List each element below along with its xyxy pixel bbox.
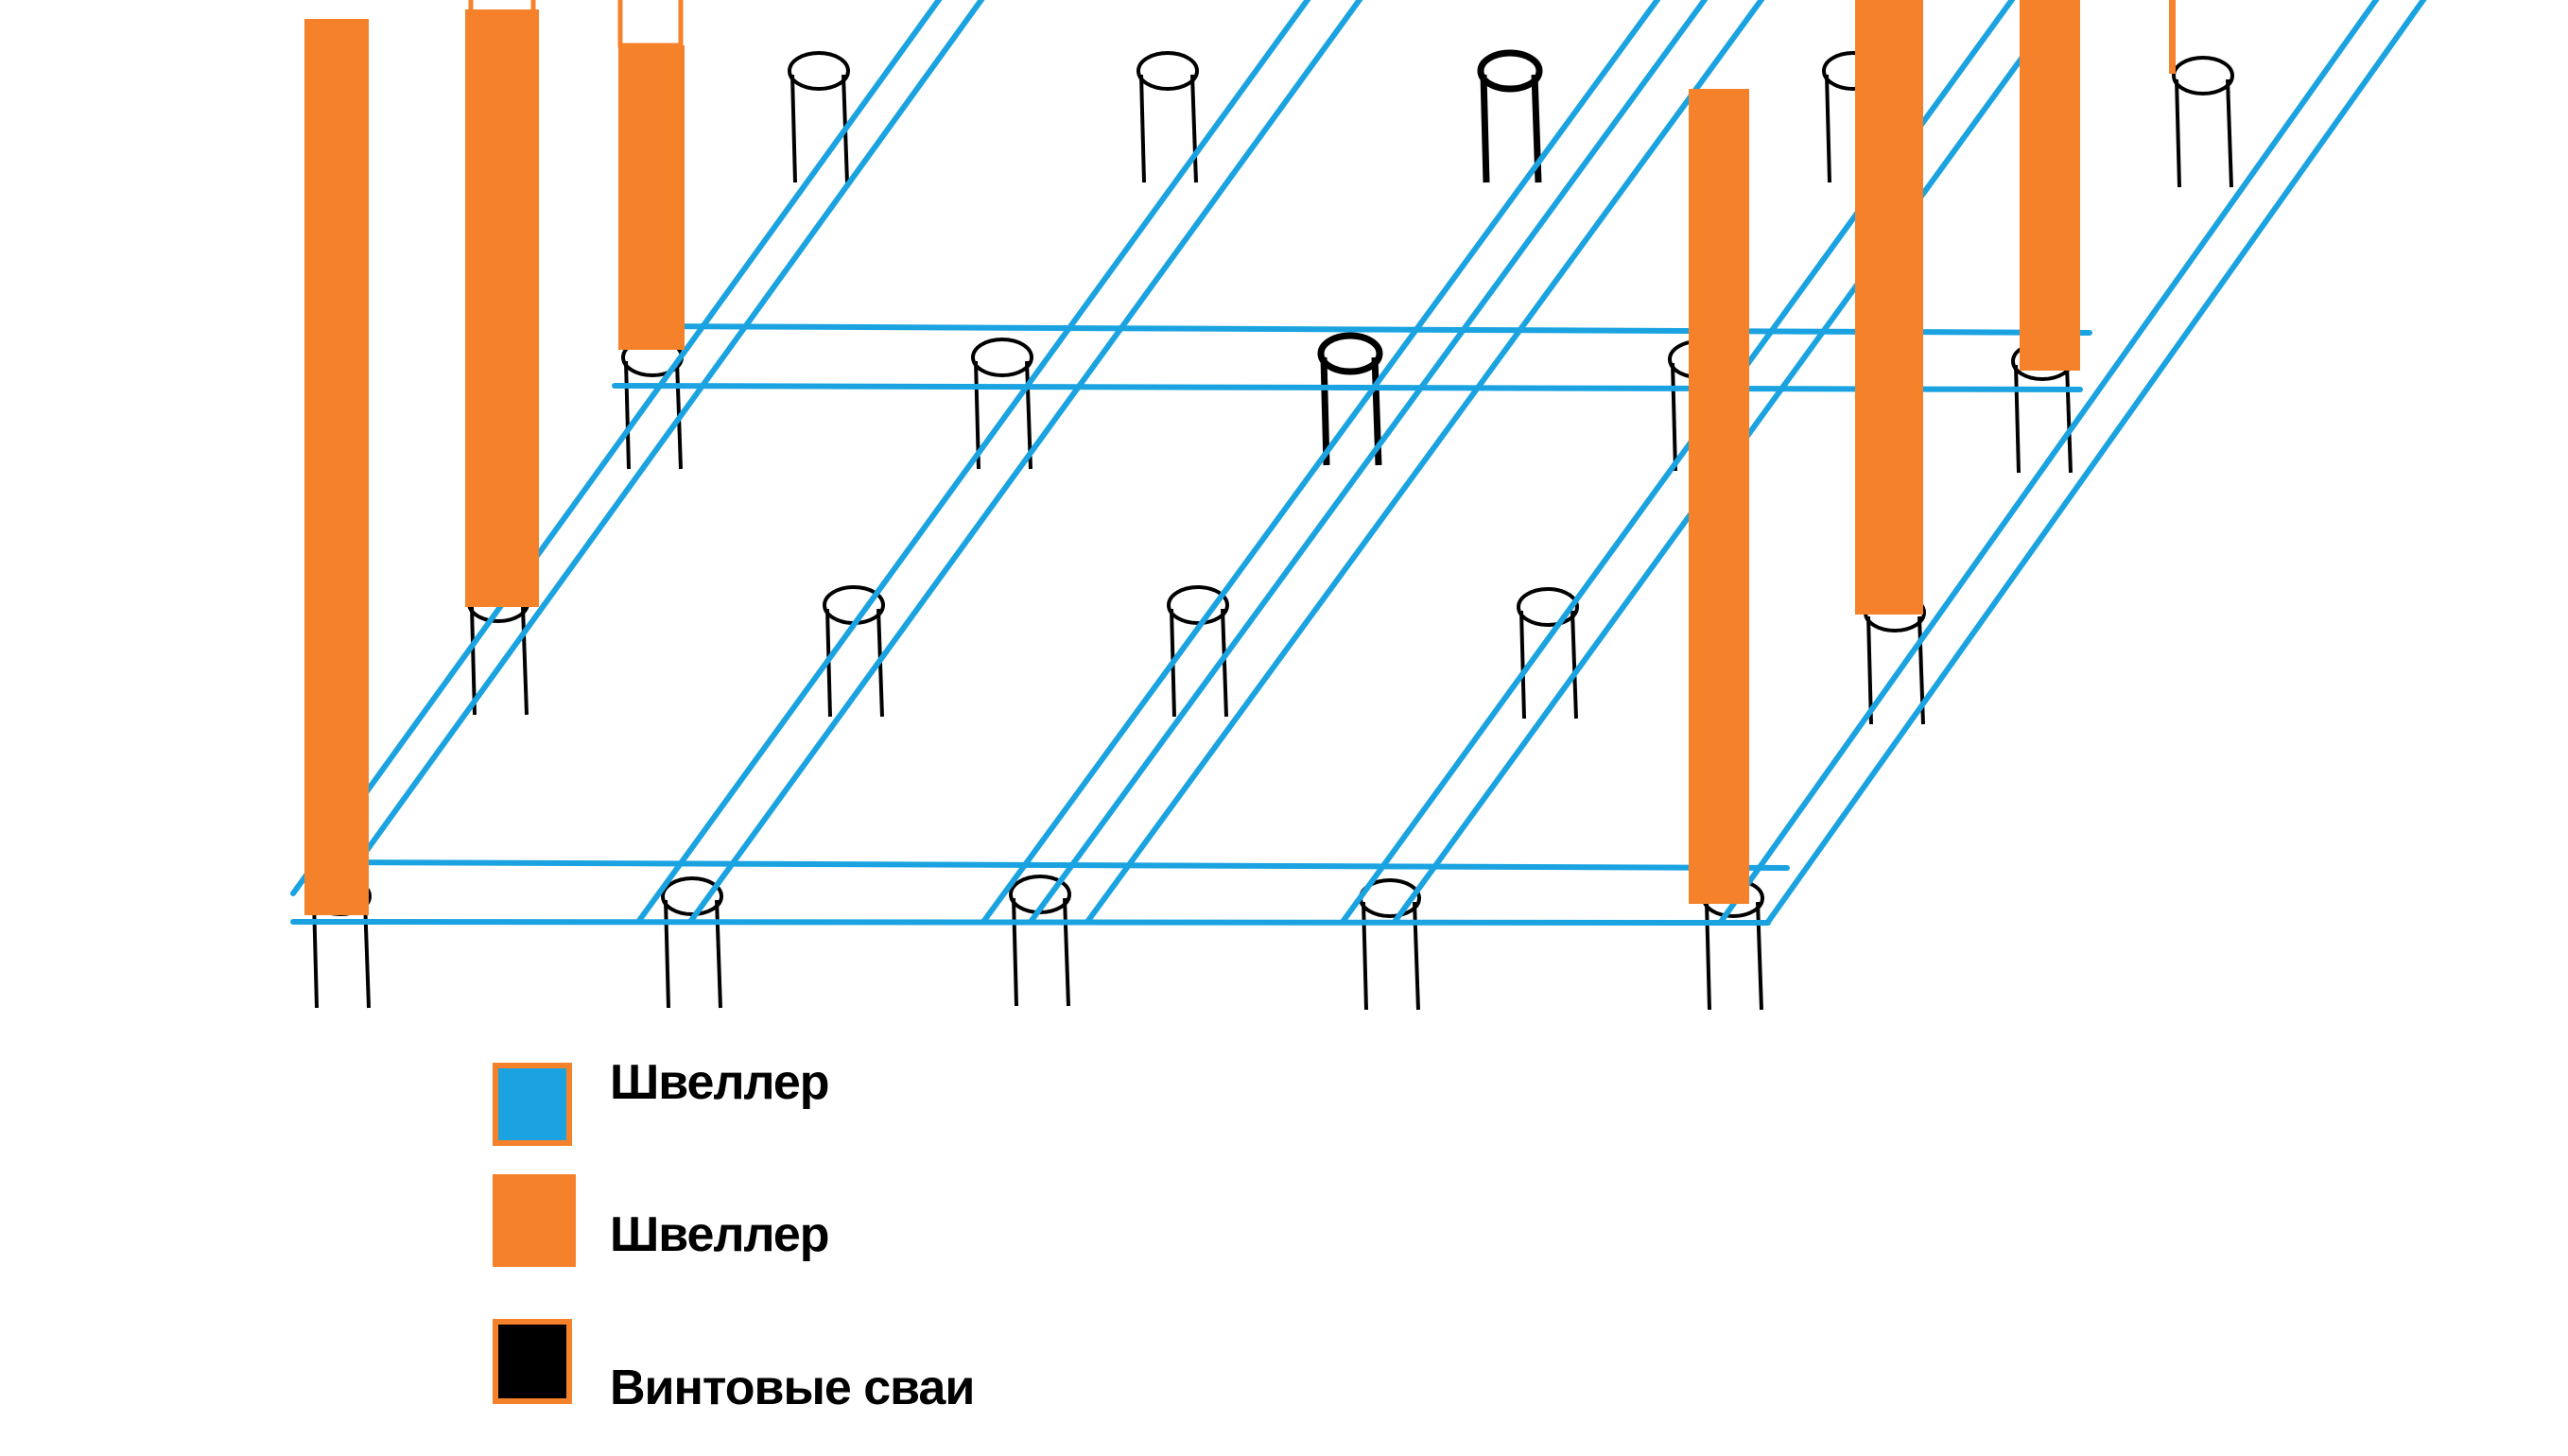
post-1 bbox=[304, 19, 369, 915]
beam-diag-1b bbox=[333, 0, 985, 896]
legend-swatch bbox=[493, 1063, 572, 1146]
legend-label: Винтовые сваи bbox=[610, 1361, 974, 1415]
beam-diag-2a bbox=[635, 0, 1311, 925]
pile-leg bbox=[1519, 610, 1526, 719]
screw-pile bbox=[1517, 587, 1579, 719]
pile-leg bbox=[363, 899, 371, 1009]
pile-leg bbox=[2175, 78, 2181, 188]
legend-swatch bbox=[493, 1174, 576, 1267]
pile-leg bbox=[664, 899, 670, 1009]
pile-head bbox=[788, 51, 850, 91]
legend-label: Швеллер bbox=[610, 1055, 829, 1110]
post-3 bbox=[618, 45, 685, 350]
pile-head bbox=[1137, 51, 1199, 91]
pile-leg bbox=[1190, 74, 1198, 183]
pile-head bbox=[661, 876, 723, 916]
beam-diag-3a bbox=[980, 0, 1661, 925]
pile-head bbox=[1517, 587, 1579, 627]
pile-leg bbox=[1139, 74, 1146, 183]
pile-head bbox=[1317, 332, 1383, 375]
beam-mid-b bbox=[612, 383, 2083, 392]
post-2-top-outline bbox=[468, 0, 536, 16]
post-3-top-outline bbox=[617, 0, 684, 48]
beam-diag-3c bbox=[1084, 0, 1765, 925]
pile-leg bbox=[2226, 78, 2233, 188]
pile-leg bbox=[624, 360, 631, 470]
beam-diag-5a bbox=[1718, 0, 2380, 925]
pile-leg bbox=[1671, 362, 1677, 472]
post-2 bbox=[465, 9, 539, 607]
screw-pile bbox=[2172, 56, 2234, 188]
legend-label: Швеллер bbox=[610, 1207, 829, 1262]
beam-diag-3b bbox=[1028, 0, 1709, 925]
pile-leg bbox=[1825, 74, 1831, 183]
post-7 bbox=[2169, 0, 2176, 74]
pile-leg bbox=[1480, 74, 1490, 183]
pile-leg bbox=[2065, 364, 2073, 474]
orange-channel-posts bbox=[304, 0, 2176, 915]
beam-front-a bbox=[323, 859, 1790, 871]
legend-orange: Швеллер bbox=[493, 1174, 830, 1267]
pile-leg bbox=[521, 606, 529, 716]
screw-pile bbox=[1009, 875, 1071, 1007]
legend-black: Винтовые сваи bbox=[493, 1319, 975, 1415]
pile-leg bbox=[1012, 897, 1018, 1007]
pile-head bbox=[2172, 56, 2234, 95]
beam-diag-5b bbox=[1765, 0, 2427, 925]
post-top-outlines bbox=[468, 0, 684, 48]
screw-pile bbox=[1137, 51, 1199, 183]
pile-head bbox=[971, 338, 1033, 377]
pile-head bbox=[1167, 585, 1229, 625]
beam-mid-a bbox=[650, 323, 2092, 336]
pile-leg bbox=[1320, 356, 1330, 466]
post-5 bbox=[1855, 0, 1923, 615]
pile-leg bbox=[1063, 897, 1070, 1007]
pile-head bbox=[1477, 49, 1543, 93]
post-6 bbox=[2020, 0, 2080, 371]
pile-leg bbox=[312, 899, 319, 1009]
beam-diag-1a bbox=[290, 0, 943, 896]
pile-leg bbox=[1221, 608, 1228, 718]
screw-pile bbox=[661, 876, 723, 1009]
legend-swatch bbox=[493, 1319, 572, 1404]
pile-leg bbox=[2014, 364, 2021, 474]
legend-blue: Швеллер bbox=[493, 1055, 830, 1146]
pile-leg bbox=[790, 74, 797, 183]
beam-diag-2b bbox=[687, 0, 1363, 925]
post-4 bbox=[1689, 89, 1749, 904]
screw-pile bbox=[788, 51, 850, 183]
pile-leg bbox=[1570, 610, 1578, 719]
pile-leg bbox=[470, 606, 477, 716]
pile-leg bbox=[715, 899, 722, 1009]
